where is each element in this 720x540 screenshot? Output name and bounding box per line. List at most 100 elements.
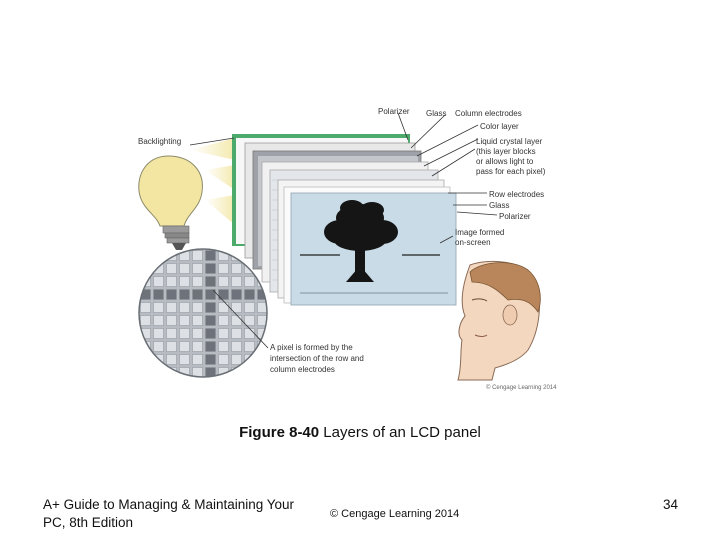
pixel-cell bbox=[231, 354, 242, 365]
diagram-labels: Backlighting Polarizer Glass Column elec… bbox=[138, 107, 557, 391]
pixel-cell bbox=[166, 341, 177, 352]
pixel-cell bbox=[231, 328, 242, 339]
pixel-cell bbox=[231, 315, 242, 326]
pixel-cell bbox=[192, 289, 203, 300]
pixel-cell bbox=[257, 315, 267, 326]
label-glass-bottom: Glass bbox=[489, 201, 509, 210]
pixel-cell bbox=[192, 302, 203, 313]
pixel-cell bbox=[244, 276, 255, 287]
label-row-electrodes: Row electrodes bbox=[489, 190, 544, 199]
pixel-cell bbox=[257, 354, 267, 365]
pixel-cell bbox=[205, 328, 216, 339]
pixel-cell bbox=[192, 367, 203, 377]
pixel-cell bbox=[231, 289, 242, 300]
figure-caption-label: Figure 8-40 bbox=[239, 424, 320, 441]
pixel-cell bbox=[218, 341, 229, 352]
pixel-cell bbox=[205, 302, 216, 313]
pixel-cell bbox=[192, 315, 203, 326]
pixel-cell bbox=[140, 302, 151, 313]
label-image-1: Image formed bbox=[455, 228, 504, 237]
pixel-cell bbox=[205, 263, 216, 274]
label-liquid-crystal-1: Liquid crystal layer bbox=[476, 137, 543, 146]
pixel-cell bbox=[231, 276, 242, 287]
pixel-cell bbox=[205, 315, 216, 326]
pixel-cell bbox=[244, 341, 255, 352]
pixel-cell bbox=[244, 367, 255, 377]
page-number: 34 bbox=[662, 497, 678, 512]
pixel-cell bbox=[231, 302, 242, 313]
pixel-cell bbox=[166, 276, 177, 287]
book-title-line-1: A+ Guide to Managing & Maintaining Your bbox=[43, 497, 295, 512]
book-title-line-2: PC, 8th Edition bbox=[43, 515, 134, 530]
pixel-cell bbox=[140, 354, 151, 365]
pixel-cell bbox=[218, 328, 229, 339]
pixel-cell bbox=[140, 315, 151, 326]
pixel-cell bbox=[192, 354, 203, 365]
label-color-layer: Color layer bbox=[480, 122, 519, 131]
pixel-cell bbox=[153, 367, 164, 377]
pixel-cell bbox=[218, 263, 229, 274]
pixel-cell bbox=[205, 276, 216, 287]
pixel-cell bbox=[166, 328, 177, 339]
pixel-cell bbox=[257, 367, 267, 377]
label-liquid-crystal-3: or allows light to bbox=[476, 157, 534, 166]
pixel-cell bbox=[153, 302, 164, 313]
pixel-cell bbox=[153, 250, 164, 261]
pixel-cell bbox=[244, 315, 255, 326]
pixel-cell bbox=[179, 302, 190, 313]
pixel-cell bbox=[192, 328, 203, 339]
pixel-cell bbox=[179, 341, 190, 352]
pixel-cell bbox=[205, 289, 216, 300]
pixel-cell bbox=[192, 250, 203, 261]
pixel-cell bbox=[153, 341, 164, 352]
label-pixel-1: A pixel is formed by the bbox=[270, 343, 353, 352]
pixel-cell bbox=[192, 263, 203, 274]
pixel-cell bbox=[166, 289, 177, 300]
pixel-cell bbox=[205, 367, 216, 377]
figure-credit: © Cengage Learning 2014 bbox=[486, 384, 557, 391]
tree-image bbox=[324, 200, 398, 282]
label-lead-lines bbox=[189, 112, 498, 349]
label-polarizer-top: Polarizer bbox=[378, 107, 410, 116]
pixel-cell bbox=[244, 328, 255, 339]
pixel-cell bbox=[231, 263, 242, 274]
pixel-cell bbox=[153, 289, 164, 300]
pixel-cell bbox=[205, 341, 216, 352]
pixel-cell bbox=[140, 250, 151, 261]
label-column-electrodes: Column electrodes bbox=[455, 109, 522, 118]
pixel-cell bbox=[244, 289, 255, 300]
figure-caption-text: Layers of an LCD panel bbox=[319, 424, 481, 441]
label-polarizer-bottom: Polarizer bbox=[499, 212, 531, 221]
label-pixel-2: intersection of the row and bbox=[270, 354, 364, 363]
pixel-cell bbox=[179, 315, 190, 326]
light-rays bbox=[190, 138, 235, 225]
pixel-cell bbox=[140, 367, 151, 377]
pixel-cell bbox=[179, 354, 190, 365]
figure-caption: Figure 8-40 Layers of an LCD panel bbox=[0, 424, 720, 441]
pixel-cell bbox=[257, 302, 267, 313]
lcd-layers-diagram: Backlighting Polarizer Glass Column elec… bbox=[138, 107, 557, 391]
label-backlighting: Backlighting bbox=[138, 137, 181, 146]
label-glass-top: Glass bbox=[426, 109, 446, 118]
pixel-cell bbox=[231, 341, 242, 352]
pixel-cell bbox=[205, 250, 216, 261]
viewer-head bbox=[457, 260, 541, 381]
pixel-cell bbox=[192, 341, 203, 352]
pixel-cell bbox=[179, 289, 190, 300]
pixel-cell bbox=[153, 328, 164, 339]
label-liquid-crystal-4: pass for each pixel) bbox=[476, 167, 546, 176]
pixel-cell bbox=[244, 302, 255, 313]
pixel-cell bbox=[218, 315, 229, 326]
label-liquid-crystal-2: (this layer blocks bbox=[476, 147, 536, 156]
pixel-cell bbox=[166, 315, 177, 326]
pixel-cell bbox=[140, 263, 151, 274]
copyright-notice: © Cengage Learning 2014 bbox=[330, 508, 460, 520]
pixel-cell bbox=[192, 276, 203, 287]
pixel-cell bbox=[153, 315, 164, 326]
pixel-cell bbox=[218, 302, 229, 313]
pixel-magnifier bbox=[138, 248, 268, 378]
pixel-cell bbox=[218, 289, 229, 300]
pixel-cell bbox=[218, 354, 229, 365]
pixel-cell bbox=[205, 354, 216, 365]
light-bulb-icon bbox=[138, 155, 203, 250]
